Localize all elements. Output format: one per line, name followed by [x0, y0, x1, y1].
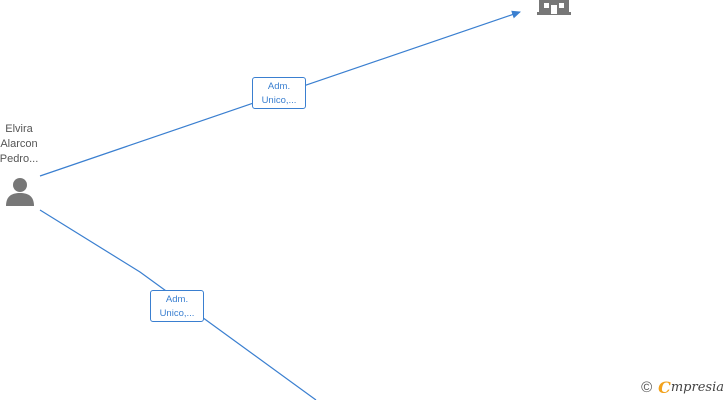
person-name[interactable]: Elvira Alarcon Pedro... — [0, 122, 50, 167]
edge-line-person-to-offscreen — [39, 209, 317, 400]
person-icon[interactable] — [4, 176, 36, 208]
edge-label-line-2: Unico,... — [261, 95, 297, 106]
edge-label-line-1: Adm. — [267, 81, 291, 92]
person-name-line-1: Elvira — [5, 123, 33, 135]
copyright-icon: © — [641, 379, 653, 396]
building-icon[interactable] — [535, 0, 573, 16]
edge-label-line-1: Adm. — [165, 294, 189, 305]
brand-logo-text: mpresia — [670, 380, 724, 395]
brand-watermark: © C mpresia — [641, 378, 724, 397]
brand-logo-initial: C — [658, 378, 671, 397]
edge-label-line-2: Unico,... — [159, 308, 195, 319]
person-name-line-2: Alarcon — [0, 138, 38, 150]
person-name-line-3: Pedro... — [0, 153, 39, 165]
edge-label-role[interactable]: Adm. Unico,... — [150, 290, 204, 322]
edge-label-role[interactable]: Adm. Unico,... — [252, 77, 306, 109]
